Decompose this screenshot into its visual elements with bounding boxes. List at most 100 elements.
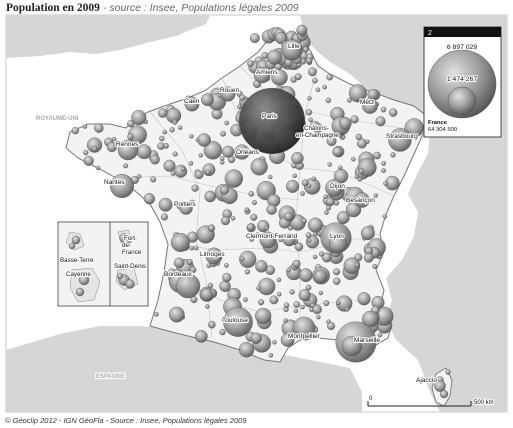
commune-bubble <box>168 306 185 323</box>
commune-bubble <box>83 155 94 166</box>
commune-bubble <box>255 232 260 238</box>
italy-coast <box>418 340 440 366</box>
commune-bubble <box>111 136 117 142</box>
dom-label-fort-de-france: de- <box>122 242 131 249</box>
city-label: Rennes <box>116 141 139 148</box>
commune-bubble <box>389 108 398 117</box>
city-bubble-clermont-ferrand <box>259 231 277 249</box>
commune-bubble <box>150 154 160 165</box>
commune-bubble <box>251 200 257 206</box>
commune-bubble <box>197 133 211 147</box>
commune-bubble <box>163 159 176 172</box>
commune-bubble <box>201 93 214 107</box>
commune-bubble <box>250 213 258 221</box>
commune-bubble <box>327 322 336 331</box>
commune-bubble <box>220 216 230 226</box>
commune-bubble <box>178 125 183 130</box>
commune-bubble <box>292 259 301 268</box>
dom-label-basse-terre: Basse-Terre <box>60 257 94 264</box>
city-bubble-limoges <box>205 247 223 265</box>
source-text: - source : Insee, Populations légales 20… <box>103 2 299 14</box>
commune-bubble <box>256 285 261 291</box>
commune-bubble <box>321 252 332 263</box>
city-label: Lille <box>288 43 300 50</box>
commune-bubble <box>136 174 142 179</box>
commune-bubble <box>222 145 235 158</box>
commune-bubble <box>247 60 254 68</box>
city-label: en-Champagne <box>296 132 339 139</box>
commune-bubble <box>220 130 226 137</box>
commune-bubble <box>250 332 262 344</box>
commune-bubble <box>445 369 451 375</box>
commune-bubble <box>243 297 248 303</box>
credit-footer: © Géoclip 2012 - IGN GéoFla - Source : I… <box>5 416 247 425</box>
region-border-3 <box>295 65 319 340</box>
commune-bubble <box>189 266 197 274</box>
commune-bubble <box>322 84 327 90</box>
commune-bubble <box>239 94 246 101</box>
commune-bubble <box>158 108 168 118</box>
commune-bubble <box>193 245 199 251</box>
city-bubble-rennes <box>117 139 139 161</box>
commune-bubble <box>180 166 186 172</box>
legend-bubble-large <box>427 49 497 119</box>
commune-bubble <box>305 109 313 116</box>
legend-large-value: 6 897 029 <box>447 44 477 51</box>
city-bubble-caen <box>184 96 200 112</box>
city-bubble-metz <box>362 98 378 114</box>
commune-bubble <box>390 152 396 158</box>
commune-bubble <box>361 310 379 328</box>
population-bubbles <box>68 24 451 399</box>
commune-bubble <box>246 223 255 231</box>
commune-bubble <box>305 232 312 239</box>
city-label: Dijon <box>330 183 345 190</box>
commune-bubble <box>174 164 188 178</box>
commune-bubble <box>316 314 321 320</box>
commune-bubble <box>301 179 309 187</box>
commune-bubble <box>307 217 324 233</box>
commune-bubble <box>175 273 201 299</box>
legend-tab-label: 2 <box>428 30 432 37</box>
commune-bubble <box>318 290 324 296</box>
commune-bubble <box>204 190 217 203</box>
commune-bubble <box>224 120 229 126</box>
commune-bubble <box>266 49 283 65</box>
commune-bubble <box>257 299 265 306</box>
city-label: Orléans <box>236 149 260 156</box>
commune-bubble <box>170 232 190 252</box>
dom-label-fort-de-france: France <box>122 249 142 256</box>
commune-bubble <box>83 149 89 156</box>
city-labels: LilleAmiensRouenCaenParisMetzStrasbourgC… <box>59 42 439 385</box>
commune-bubble <box>346 97 352 103</box>
city-label: Caen <box>184 98 200 105</box>
city-label: Besançon <box>346 197 375 204</box>
commune-bubble <box>162 129 167 135</box>
commune-bubble <box>360 226 375 241</box>
commune-bubble <box>302 46 309 53</box>
commune-bubble <box>173 257 185 269</box>
commune-bubble <box>292 173 297 179</box>
commune-bubble <box>305 57 313 64</box>
overseas-bubble <box>68 242 76 250</box>
commune-bubble <box>375 116 386 127</box>
commune-bubble <box>223 263 229 268</box>
commune-bubble <box>255 260 268 273</box>
city-label: Lyon <box>330 233 344 240</box>
commune-bubble <box>300 191 305 196</box>
city-bubble-nantes <box>109 173 135 199</box>
commune-bubble <box>189 134 194 139</box>
commune-bubble <box>332 146 343 158</box>
commune-bubble <box>307 96 312 101</box>
commune-bubble <box>172 119 178 125</box>
commune-bubble <box>294 73 302 81</box>
commune-bubble <box>205 169 211 175</box>
commune-bubble <box>358 168 365 175</box>
commune-bubble <box>239 256 245 262</box>
commune-bubble <box>106 141 117 153</box>
commune-bubble <box>219 280 231 292</box>
commune-bubble <box>287 225 293 231</box>
commune-bubble <box>272 340 277 345</box>
overseas-bubble <box>125 279 135 289</box>
commune-bubble <box>344 307 350 312</box>
